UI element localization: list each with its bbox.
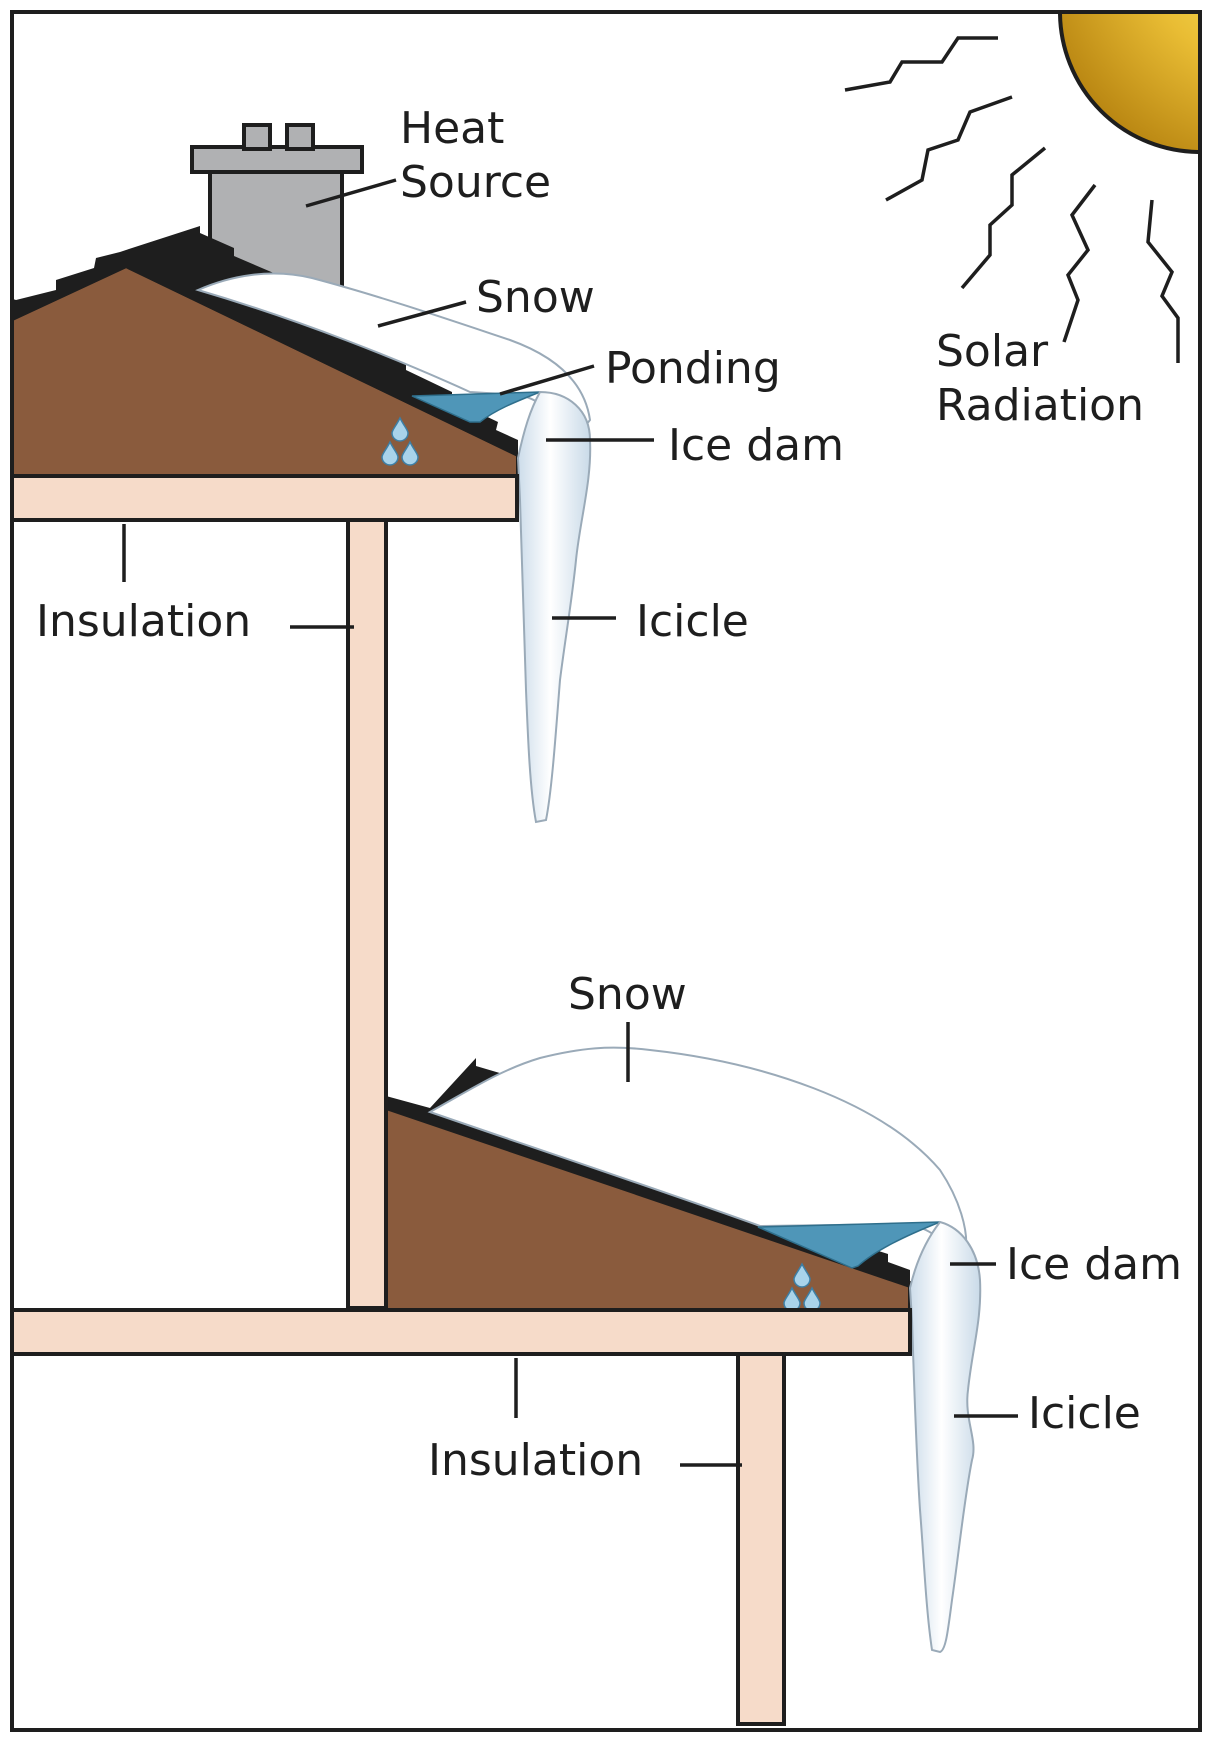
icicle-lower-label: Icicle: [1028, 1388, 1141, 1439]
solar-radiation-label-line1: Solar: [936, 326, 1049, 377]
ponding-leader: [499, 364, 595, 396]
lower-snow: [427, 1046, 968, 1252]
snow-upper-leader: [377, 300, 467, 328]
solar-ray: [1146, 199, 1180, 363]
upper-ponding-water: [411, 391, 541, 423]
solar-ray: [1062, 183, 1097, 343]
sun-icon: [1058, 14, 1198, 154]
water-drops: [783, 1262, 821, 1312]
solar-ray: [885, 95, 1013, 202]
heat-source-leader: [305, 178, 397, 208]
solar-ray: [960, 146, 1047, 290]
snow-upper-label: Snow: [476, 272, 595, 323]
leader-lines: [122, 178, 1018, 1467]
water-drops: [381, 416, 419, 466]
upper-snow: [195, 272, 592, 442]
ponding-label: Ponding: [605, 343, 781, 394]
heat-source-label-line2: Source: [400, 157, 551, 208]
wall-post: [346, 518, 388, 1310]
solar-rays: [844, 36, 1180, 363]
lower-post: [736, 1352, 786, 1726]
insulation-upper-label: Insulation: [36, 596, 251, 647]
lower-ponding-water: [757, 1221, 941, 1269]
upper-ice-dam: [516, 390, 592, 824]
insulation-lower-label: Insulation: [428, 1435, 643, 1486]
ice-dam-upper-label: Ice dam: [668, 420, 844, 471]
solar-ray: [844, 36, 998, 92]
solar-radiation-label-line2: Radiation: [936, 380, 1144, 431]
snow-lower-label: Snow: [568, 969, 687, 1020]
lower-ice-dam: [908, 1220, 982, 1654]
upper-ceiling-board: [14, 474, 519, 522]
labels: Heat Source Snow Ponding Ice dam Icicle …: [36, 103, 1182, 1486]
lower-ceiling-board: [14, 1308, 912, 1356]
chimney: [190, 123, 364, 292]
icicle-upper-label: Icicle: [636, 596, 749, 647]
ice-dam-lower-label: Ice dam: [1006, 1239, 1182, 1290]
heat-source-label-line1: Heat: [400, 103, 504, 154]
